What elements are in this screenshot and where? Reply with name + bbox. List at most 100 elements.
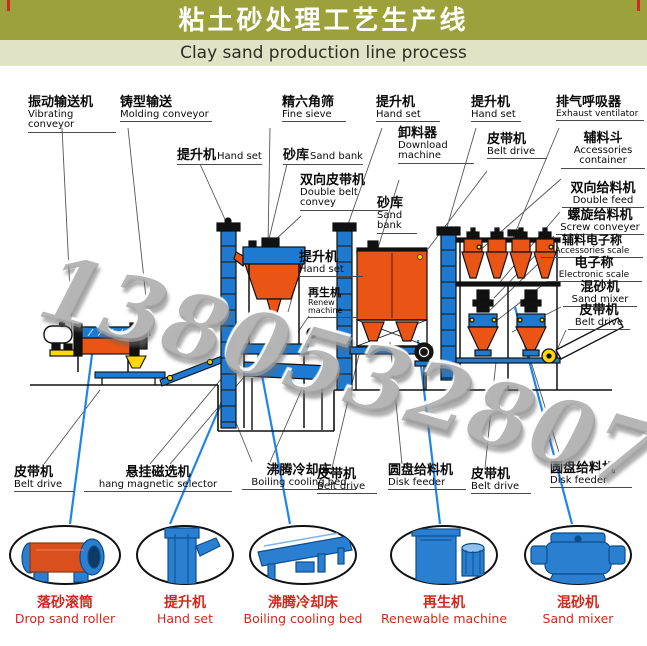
elevator-3 (436, 226, 461, 381)
incline-conveyor (159, 355, 225, 387)
callout-label-en: Disk feeder (550, 474, 608, 486)
callout-label-en: Hand set (471, 108, 516, 120)
callout-label-en: Belt drive (317, 480, 366, 492)
drum-machine (43, 320, 148, 372)
callout-label-zh: 精六角筛 (282, 95, 335, 110)
callout-label-zh: 铸型输送 (120, 95, 173, 110)
callout-label-en: Boiling cooling bed (251, 476, 347, 488)
callout-label-zh: 皮带机 (471, 467, 511, 482)
gallery-label-zh: 落砂滚筒 (37, 595, 93, 611)
callout-label-en: Accessories scale (554, 245, 630, 256)
elevator-1 (216, 217, 241, 429)
gallery-circle-hand-set (136, 525, 234, 585)
page-title: 粘土砂处理工艺生产线 (0, 0, 647, 40)
gallery-label-zh: 再生机 (423, 595, 465, 611)
callout-label-en: Belt drive (487, 145, 536, 157)
silo-unit (349, 240, 434, 390)
callout-label-zh: 双向给料机 (570, 181, 636, 196)
callout-label-en: Accessories container (573, 144, 633, 167)
callout-label-zh: 沸腾冷却床 (266, 463, 332, 478)
callout-label-en: Belt drive (471, 480, 520, 492)
header: 粘土砂处理工艺生产线 Clay sand production line pro… (0, 0, 647, 66)
callout-label-zh: 辅料斗 (583, 131, 623, 146)
callout-label-zh: 提升机 (299, 250, 339, 265)
callout-label-zh: 排气呼吸器 (556, 95, 622, 110)
floor-lines (30, 384, 612, 432)
gallery-label-zh: 混砂机 (557, 595, 599, 611)
callout-sand-bank-left: 砂库Sand bank (283, 146, 363, 165)
callout-label-en: Renew machine (308, 297, 343, 316)
callout-label-en: Exhaust ventilator (556, 108, 639, 119)
diagram-blue-connectors (68, 306, 574, 525)
page-subtitle: Clay sand production line process (0, 40, 647, 66)
callout-label-zh: 混砂机 (580, 280, 620, 295)
callout-label-zh: 皮带机 (317, 467, 357, 482)
callout-label-zh: 圆盘给料机 (550, 461, 616, 476)
callout-label-en: Sand mixer (571, 293, 629, 305)
callout-label-en: Screw conveyer (560, 221, 640, 233)
callout-label-en: Molding conveyor (120, 108, 209, 120)
callout-label-zh: 电子称 (574, 256, 614, 271)
callout-label-en: Belt drive (574, 316, 624, 328)
callout-label-zh: 圆盘给料机 (388, 463, 454, 478)
callout-label-zh: 双向皮带机 (300, 173, 366, 188)
gallery-label-zh: 沸腾冷却床 (268, 595, 338, 611)
callout-label-en: Belt drive (14, 478, 63, 490)
gallery-circle-sand-mixer (524, 525, 632, 585)
callout-label-zh: 提升机 (177, 148, 217, 163)
callout-label-zh: 悬挂磁选机 (125, 465, 191, 480)
print-mark-right (637, 0, 640, 11)
callout-label-zh: 提升机 (471, 95, 511, 110)
callout-label-zh: 提升机 (376, 95, 416, 110)
gallery-circle-renewable-machine (390, 525, 498, 585)
callout-label-zh: 再生机 (308, 286, 341, 299)
gallery-label-en: Sand mixer (542, 610, 614, 626)
callout-label-zh: 砂库 (377, 196, 404, 211)
callout-label-zh: 振动输送机 (28, 95, 94, 110)
callout-label-en: Hand set (299, 263, 344, 275)
gallery-label-en: Boiling cooling bed (243, 610, 363, 626)
discharge-belt (541, 317, 624, 364)
print-mark-left (7, 0, 10, 11)
callout-label-en: Hand set (217, 151, 262, 162)
gallery-circle-boiling-cooling-bed (249, 525, 357, 585)
callout-label-en: Double belt convey (300, 186, 358, 209)
callout-label-en: Sand bank (310, 151, 363, 162)
callout-label-zh: 砂库 (283, 148, 310, 163)
mixing-station (455, 227, 561, 390)
callout-label-en: Vibrating conveyor (28, 108, 75, 131)
elevator-2 (332, 222, 357, 391)
gallery-label-en: Drop sand roller (14, 610, 116, 626)
gallery-circle-drop-sand-roller (9, 525, 121, 585)
cooling-bed (243, 361, 331, 430)
callout-label-zh: 皮带机 (487, 132, 527, 147)
callout-label-zh: 辅料电子称 (561, 233, 622, 247)
callout-label-en: Double feed (572, 194, 634, 206)
callout-label-zh: 皮带机 (579, 303, 619, 318)
gallery-label-en: Renewable machine (380, 610, 508, 626)
callout-label-en: Download machine (398, 139, 448, 162)
callout-label-en: Sand bank (377, 209, 403, 232)
